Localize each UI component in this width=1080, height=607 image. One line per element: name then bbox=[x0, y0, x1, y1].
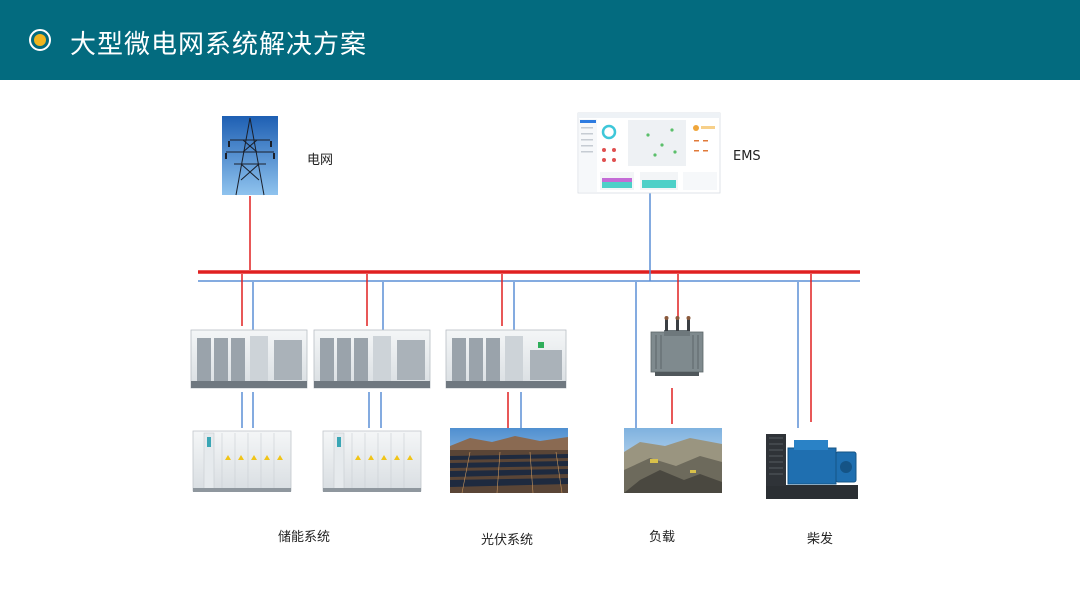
pcs-cabinet-2 bbox=[313, 329, 431, 389]
pv-system-label: 光伏系统 bbox=[481, 533, 534, 548]
ems-label: EMS bbox=[733, 149, 761, 164]
transformer-image bbox=[650, 316, 704, 376]
pv-field-image bbox=[450, 428, 568, 494]
pcs-cabinet-3 bbox=[445, 329, 567, 389]
diesel-generator-image bbox=[766, 434, 858, 499]
load-label: 负载 bbox=[649, 530, 676, 545]
battery-container-2 bbox=[322, 430, 422, 492]
header-bar: 大型微电网系统解决方案 bbox=[0, 0, 1080, 80]
diesel-generator-label: 柴发 bbox=[807, 532, 834, 547]
storage-system-label: 储能系统 bbox=[278, 530, 331, 545]
battery-container-1 bbox=[192, 430, 292, 492]
bullet-icon bbox=[29, 29, 51, 51]
grid-label: 电网 bbox=[307, 153, 334, 168]
load-mine-image bbox=[624, 428, 722, 493]
grid-tower-image bbox=[222, 116, 278, 196]
pcs-cabinet-1 bbox=[190, 329, 308, 389]
page-title: 大型微电网系统解决方案 bbox=[70, 30, 368, 60]
ems-dashboard-image bbox=[577, 112, 721, 194]
